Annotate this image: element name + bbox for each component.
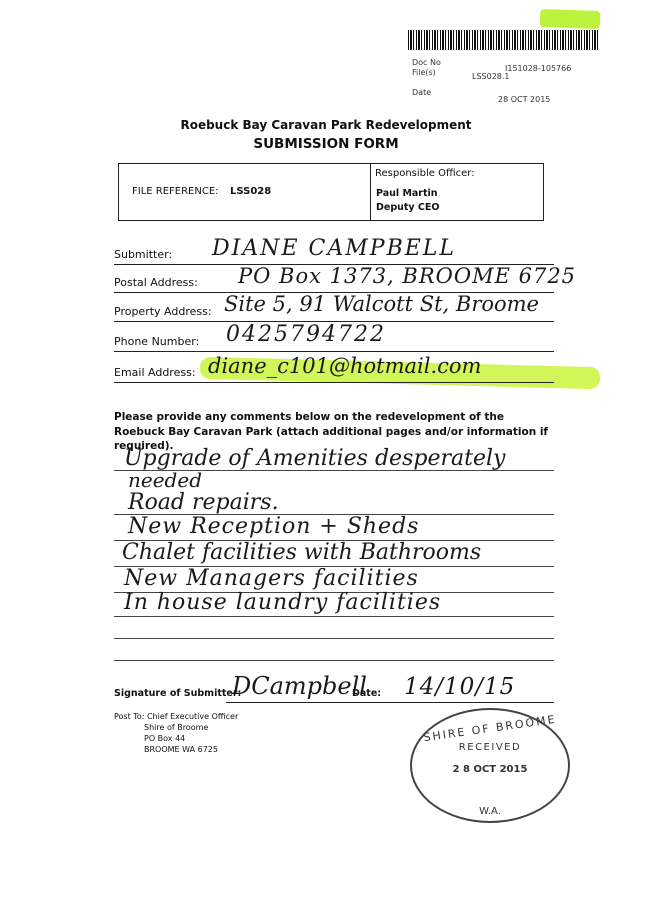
comment-line-1[interactable]: Upgrade of Amenities desperately <box>124 446 506 471</box>
postal-address-line <box>114 292 554 293</box>
phone-line <box>114 351 554 352</box>
comment-rule-7 <box>114 638 554 639</box>
email-value[interactable]: diane_c101@hotmail.com <box>208 354 482 378</box>
post-to-label: Post To: Chief Executive Officer <box>114 712 239 721</box>
comment-rule-6 <box>114 616 554 617</box>
property-address-label: Property Address: <box>114 305 212 318</box>
barcode <box>408 30 600 50</box>
comments-prompt: Please provide any comments below on the… <box>114 411 548 453</box>
postal-address-label: Postal Address: <box>114 276 198 289</box>
date-label: Date <box>412 88 432 97</box>
post-to-line-3: BROOME WA 6725 <box>144 745 218 754</box>
comment-line-2[interactable]: needed <box>128 468 202 492</box>
submitter-value[interactable]: DIANE CAMPBELL <box>212 236 457 261</box>
file-reference-label: FILE REFERENCE: <box>132 186 219 197</box>
comment-rule-8 <box>114 660 554 661</box>
files-value: LSS028.1 <box>472 72 510 81</box>
phone-label: Phone Number: <box>114 335 200 348</box>
stamp-received: RECEIVED <box>458 742 522 753</box>
comment-rule-3 <box>114 540 554 541</box>
submitter-line <box>114 264 554 265</box>
form-title: Roebuck Bay Caravan Park Redevelopment <box>180 118 472 132</box>
comment-line-4[interactable]: New Reception + Sheds <box>128 514 420 539</box>
post-to-line-2: PO Box 44 <box>144 734 186 743</box>
date-value: 28 OCT 2015 <box>498 95 551 104</box>
email-line <box>114 382 554 383</box>
postal-address-value[interactable]: PO Box 1373, BROOME 6725 <box>238 264 577 288</box>
files-label: File(s) <box>412 68 436 77</box>
comment-line-3[interactable]: Road repairs. <box>128 490 279 515</box>
comment-rule-5 <box>114 592 554 593</box>
signature: DCampbell <box>232 672 367 700</box>
officer-name: Paul Martin <box>376 188 438 199</box>
signature-date-value[interactable]: 14/10/15 <box>404 674 516 700</box>
signature-date-label: Date: <box>352 688 382 699</box>
phone-value[interactable]: 0425794722 <box>226 322 386 347</box>
signature-line <box>226 702 554 703</box>
form-subtitle: SUBMISSION FORM <box>253 136 399 152</box>
doc-no-value: I151028-105766 <box>505 64 572 73</box>
post-to-line-1: Shire of Broome <box>144 723 209 732</box>
property-address-value[interactable]: Site 5, 91 Walcott St, Broome <box>224 292 539 316</box>
stamp-date: 2 8 OCT 2015 <box>452 764 528 775</box>
submitter-label: Submitter: <box>114 248 173 261</box>
stamp-bottom-text: W.A. <box>479 806 501 817</box>
signature-label: Signature of Submitter: <box>114 688 242 699</box>
received-stamp <box>410 708 570 823</box>
file-reference-divider <box>370 163 371 221</box>
property-address-line <box>114 321 554 322</box>
doc-no-label: Doc No <box>412 58 441 67</box>
comment-line-7[interactable]: In house laundry facilities <box>124 590 442 615</box>
comment-rule-4 <box>114 566 554 567</box>
responsible-officer-label: Responsible Officer: <box>375 168 475 179</box>
comment-line-5[interactable]: Chalet facilities with Bathrooms <box>122 540 482 565</box>
officer-title: Deputy CEO <box>376 202 440 213</box>
comment-line-6[interactable]: New Managers facilities <box>124 566 419 591</box>
comment-rule-2 <box>114 514 554 515</box>
email-label: Email Address: <box>114 366 196 379</box>
file-reference-box <box>118 163 544 221</box>
file-reference-value: LSS028 <box>230 186 272 197</box>
highlighter-mark <box>539 8 601 30</box>
comment-rule-1 <box>114 470 554 471</box>
